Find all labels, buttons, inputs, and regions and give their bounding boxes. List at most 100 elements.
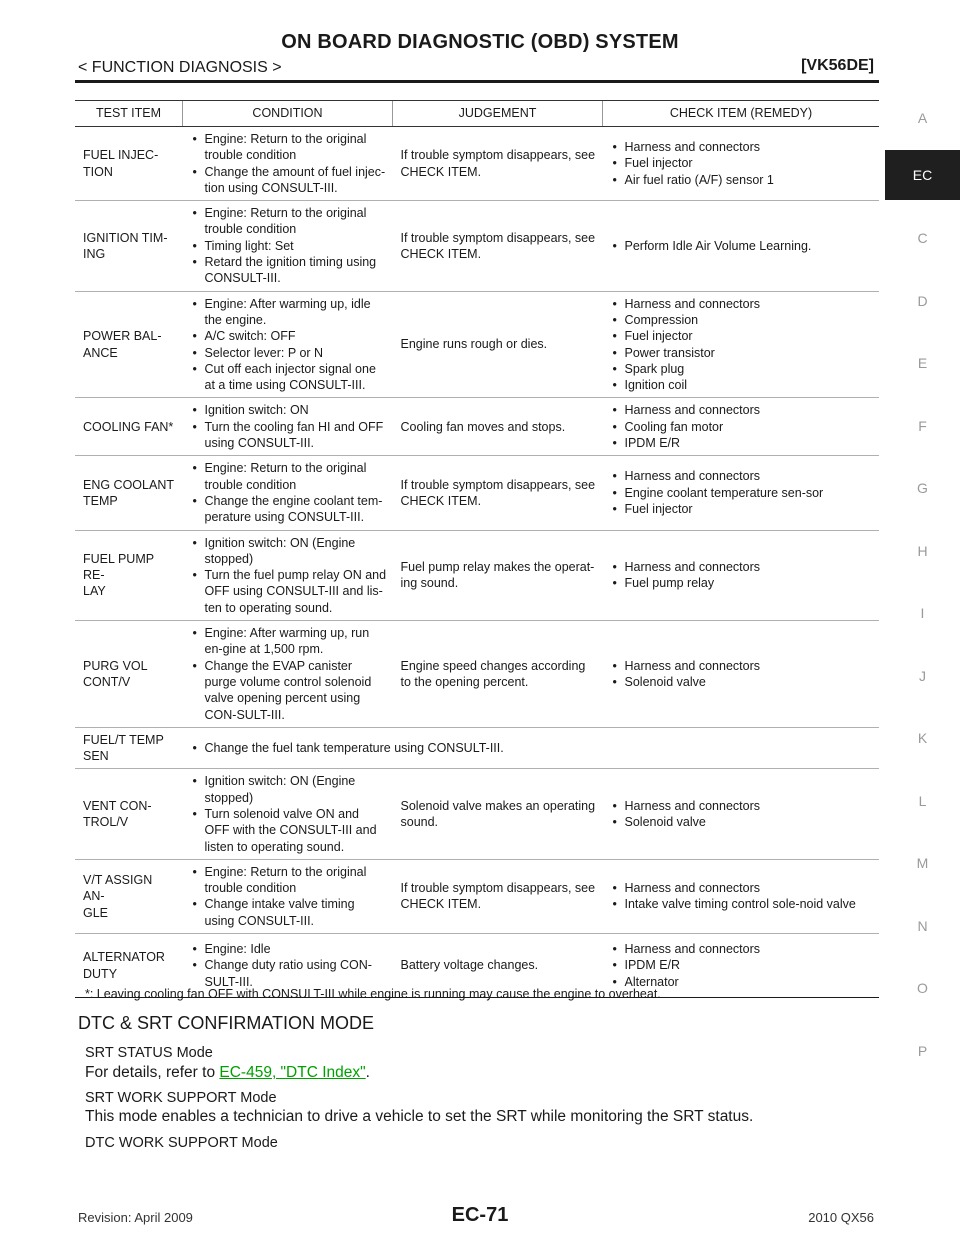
- list-item: Ignition switch: ON (Engine stopped): [191, 773, 387, 806]
- side-index-n[interactable]: N: [917, 918, 928, 934]
- condition-cell-list: Engine: Return to the original trouble c…: [191, 864, 387, 929]
- judgement-cell: If trouble symptom disappears, see CHECK…: [392, 200, 603, 292]
- check-item-cell: Harness and connectorsIPDM E/RAlternator: [602, 933, 879, 999]
- table-row: FUEL INJEC- TIONEngine: Return to the or…: [75, 126, 879, 202]
- side-index-a[interactable]: A: [917, 110, 928, 126]
- condition-cell: Ignition switch: ON (Engine stopped)Turn…: [182, 530, 393, 622]
- section-subtitle: < FUNCTION DIAGNOSIS >: [78, 59, 282, 76]
- srt-work-heading: SRT WORK SUPPORT Mode: [85, 1090, 277, 1106]
- table-row: FUEL PUMP RE- LAYIgnition switch: ON (En…: [75, 530, 879, 622]
- check-item-cell-list: Harness and connectorsFuel injectorAir f…: [611, 139, 874, 188]
- list-item: Harness and connectors: [611, 798, 874, 815]
- check-item-cell: Harness and connectorsSolenoid valve: [602, 620, 879, 728]
- test-item-cell: ENG COOLANT TEMP: [75, 455, 183, 531]
- check-item-cell-list: Harness and connectorsCooling fan motorI…: [611, 402, 874, 451]
- srt-work-text: This mode enables a technician to drive …: [85, 1108, 754, 1125]
- list-item: Engine: After warming up, idle the engin…: [191, 296, 387, 329]
- side-index-g[interactable]: G: [917, 480, 928, 496]
- side-index-o[interactable]: O: [917, 980, 928, 996]
- side-index-c[interactable]: C: [917, 230, 928, 246]
- test-item-cell: V/T ASSIGN AN- GLE: [75, 859, 183, 935]
- judgement-cell: Solenoid valve makes an operating sound.: [392, 768, 603, 860]
- table-row: COOLING FAN*Ignition switch: ONTurn the …: [75, 397, 879, 457]
- table-row: ENG COOLANT TEMPEngine: Return to the or…: [75, 455, 879, 531]
- list-item: Harness and connectors: [611, 296, 874, 313]
- table-header-row: TEST ITEM CONDITION JUDGEMENT CHECK ITEM…: [75, 100, 879, 127]
- list-item: Harness and connectors: [611, 941, 874, 958]
- side-index-k[interactable]: K: [917, 730, 928, 746]
- condition-cell-list: Change the fuel tank temperature using C…: [191, 740, 874, 757]
- column-header-condition: CONDITION: [182, 100, 393, 127]
- table-footnote: *: Leaving cooling fan OFF with CONSULT-…: [85, 987, 661, 1001]
- check-item-cell: Harness and connectorsSolenoid valve: [602, 768, 879, 860]
- side-index-h[interactable]: H: [917, 543, 928, 559]
- table-row: IGNITION TIM- INGEngine: Return to the o…: [75, 200, 879, 292]
- test-item-cell: PURG VOL CONT/V: [75, 620, 183, 728]
- page-number: EC-71: [451, 1204, 509, 1226]
- list-item: Engine: Return to the original trouble c…: [191, 131, 387, 164]
- condition-cell: Change the fuel tank temperature using C…: [182, 727, 879, 770]
- side-index-d[interactable]: D: [917, 293, 928, 309]
- srt-status-prefix: For details, refer to: [85, 1064, 220, 1081]
- list-item: Turn solenoid valve ON and OFF with the …: [191, 806, 387, 855]
- side-index-m[interactable]: M: [916, 855, 929, 871]
- table-row: POWER BAL- ANCEEngine: After warming up,…: [75, 291, 879, 399]
- section-title: DTC & SRT CONFIRMATION MODE: [78, 1013, 375, 1033]
- list-item: Harness and connectors: [611, 658, 874, 675]
- condition-cell: Ignition switch: ON (Engine stopped)Turn…: [182, 768, 393, 860]
- condition-cell-list: Engine: After warming up, idle the engin…: [191, 296, 387, 394]
- revision-date: Revision: April 2009: [78, 1210, 193, 1225]
- list-item: Change the amount of fuel injec-tion usi…: [191, 164, 387, 197]
- dtc-work-heading: DTC WORK SUPPORT Mode: [85, 1135, 278, 1151]
- condition-cell-list: Engine: Return to the original trouble c…: [191, 131, 387, 196]
- judgement-cell: If trouble symptom disappears, see CHECK…: [392, 126, 603, 202]
- check-item-cell-list: Harness and connectorsEngine coolant tem…: [611, 468, 874, 517]
- dtc-index-link[interactable]: EC-459, "DTC Index": [219, 1064, 366, 1081]
- condition-cell: Engine: After warming up, idle the engin…: [182, 291, 393, 399]
- side-index-i[interactable]: I: [920, 605, 925, 621]
- test-item-cell: FUEL PUMP RE- LAY: [75, 530, 183, 622]
- side-index-l[interactable]: L: [918, 793, 927, 809]
- side-index-ec[interactable]: EC: [885, 150, 960, 200]
- list-item: Retard the ignition timing using CONSULT…: [191, 254, 387, 287]
- check-item-cell-list: Perform Idle Air Volume Learning.: [611, 238, 874, 255]
- judgement-cell: Engine speed changes according to the op…: [392, 620, 603, 728]
- check-item-cell-list: Harness and connectorsSolenoid valve: [611, 658, 874, 691]
- table-row: V/T ASSIGN AN- GLEEngine: Return to the …: [75, 859, 879, 935]
- side-index-p[interactable]: P: [917, 1043, 928, 1059]
- judgement-cell: Battery voltage changes.: [392, 933, 603, 999]
- model-code: [VK56DE]: [801, 57, 874, 74]
- list-item: Change intake valve timing using CONSULT…: [191, 896, 387, 929]
- list-item: Power transistor: [611, 345, 874, 362]
- side-index-j[interactable]: J: [919, 668, 926, 684]
- column-header-check-item: CHECK ITEM (REMEDY): [602, 100, 879, 127]
- column-header-judgement: JUDGEMENT: [392, 100, 603, 127]
- judgement-cell: If trouble symptom disappears, see CHECK…: [392, 455, 603, 531]
- vehicle-model: 2010 QX56: [808, 1210, 874, 1225]
- check-item-cell: Harness and connectorsCooling fan motorI…: [602, 397, 879, 457]
- list-item: IPDM E/R: [611, 435, 874, 452]
- list-item: Change the engine coolant tem-perature u…: [191, 493, 387, 526]
- srt-status-heading: SRT STATUS Mode: [85, 1045, 213, 1061]
- table-row: PURG VOL CONT/VEngine: After warming up,…: [75, 620, 879, 728]
- list-item: Engine: Return to the original trouble c…: [191, 205, 387, 238]
- list-item: Harness and connectors: [611, 880, 874, 897]
- list-item: Compression: [611, 312, 874, 329]
- condition-cell: Ignition switch: ONTurn the cooling fan …: [182, 397, 393, 457]
- test-item-cell: ALTERNATOR DUTY: [75, 933, 183, 999]
- test-item-cell: FUEL INJEC- TION: [75, 126, 183, 202]
- list-item: Turn the fuel pump relay ON and OFF usin…: [191, 567, 387, 616]
- list-item: Engine coolant temperature sen-sor: [611, 485, 874, 502]
- list-item: Change duty ratio using CON-SULT-III.: [191, 957, 387, 990]
- test-item-cell: POWER BAL- ANCE: [75, 291, 183, 399]
- check-item-cell: Harness and connectorsIntake valve timin…: [602, 859, 879, 935]
- side-index-f[interactable]: F: [918, 418, 927, 434]
- page-title: ON BOARD DIAGNOSTIC (OBD) SYSTEM: [281, 31, 679, 53]
- table-row: FUEL/T TEMP SENChange the fuel tank temp…: [75, 727, 879, 770]
- list-item: Solenoid valve: [611, 674, 874, 691]
- side-index-e[interactable]: E: [917, 355, 928, 371]
- list-item: Fuel injector: [611, 328, 874, 345]
- list-item: Harness and connectors: [611, 559, 874, 576]
- check-item-cell-list: Harness and connectorsIntake valve timin…: [611, 880, 874, 913]
- test-item-cell: VENT CON- TROL/V: [75, 768, 183, 860]
